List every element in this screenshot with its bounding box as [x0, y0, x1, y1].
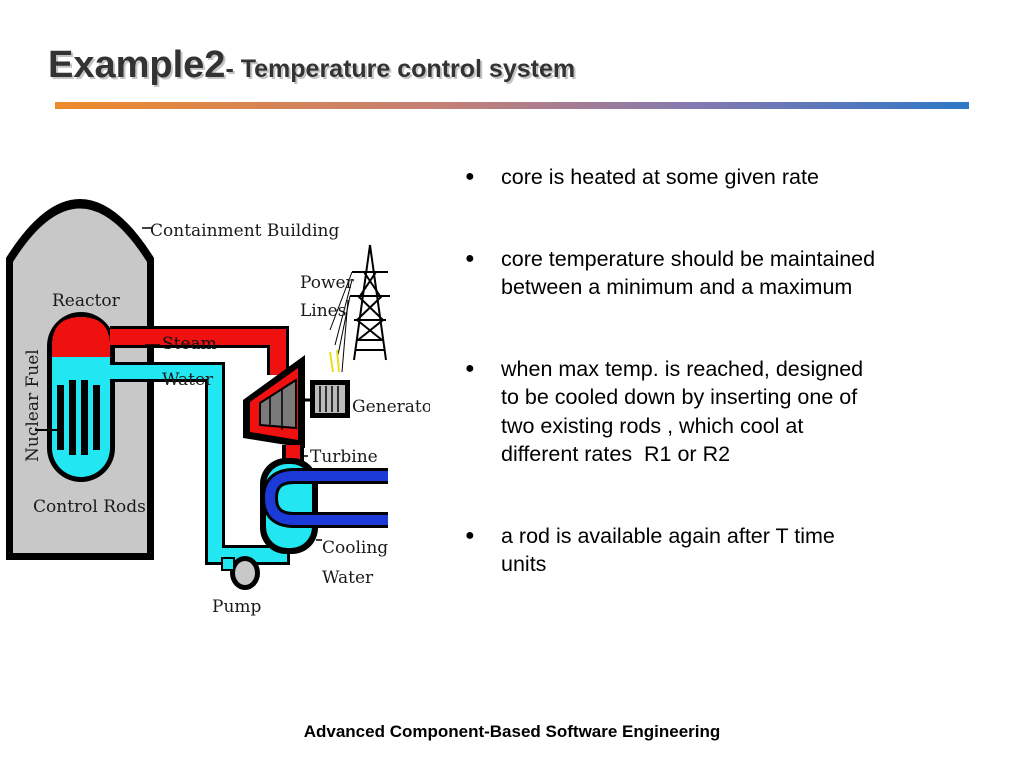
bullet-item: ● core temperature should be maintained …: [462, 245, 962, 302]
control-rods: [57, 380, 100, 455]
label-power: Power: [300, 273, 355, 293]
bullet-line: to be cooled down by inserting one of: [501, 385, 858, 409]
slide-title: Example2- Temperature control system: [48, 44, 575, 87]
title-underline: [55, 102, 969, 109]
bullet-icon: ●: [465, 526, 475, 544]
label-steam: Steam: [162, 334, 217, 354]
bullet-item: ● a rod is available again after T time …: [462, 522, 962, 579]
bullet-item: ● when max temp. is reached, designed to…: [462, 355, 962, 469]
power-lines: [329, 271, 353, 373]
label-generator: Generator: [352, 397, 430, 417]
bullet-line: two existing rods , which cool at: [501, 413, 804, 438]
reactor-diagram: Containment Building Power Lines Reactor…: [6, 199, 430, 617]
bullet-line: core temperature should be maintained: [501, 246, 876, 271]
bullet-icon: ●: [465, 249, 475, 267]
label-nuclear-fuel: Nuclear Fuel: [23, 349, 43, 462]
bullet-line: different rates R1 or R2: [501, 442, 731, 466]
slide-footer: Advanced Component-Based Software Engine…: [303, 722, 721, 741]
power-tower: [350, 244, 390, 361]
bullet-list: ● core is heated at some given rate ● co…: [462, 163, 962, 579]
label-lines: Lines: [300, 301, 346, 321]
label-cooling: Cooling: [322, 538, 388, 558]
label-pump: Pump: [212, 597, 262, 617]
label-reactor: Reactor: [52, 291, 121, 311]
bullet-line: between a minimum and a maximum: [501, 275, 853, 299]
title-main: Example2: [48, 44, 226, 86]
bullet-item: ● core is heated at some given rate: [462, 163, 962, 192]
title-subtitle: - Temperature control system: [225, 55, 576, 83]
bullet-line: a rod is available again after T time: [501, 523, 835, 548]
bullet-line: when max temp. is reached, designed: [501, 356, 864, 381]
bullet-icon: ●: [465, 168, 475, 185]
label-cooling-water: Water: [322, 568, 374, 588]
label-turbine: Turbine: [310, 447, 378, 467]
bullet-line: core is heated at some given rate: [501, 165, 819, 189]
label-containment-building: Containment Building: [150, 221, 339, 241]
label-control-rods: Control Rods: [33, 497, 146, 517]
bullet-icon: ●: [465, 359, 475, 377]
label-water: Water: [162, 370, 214, 390]
bullet-line: units: [501, 552, 547, 576]
